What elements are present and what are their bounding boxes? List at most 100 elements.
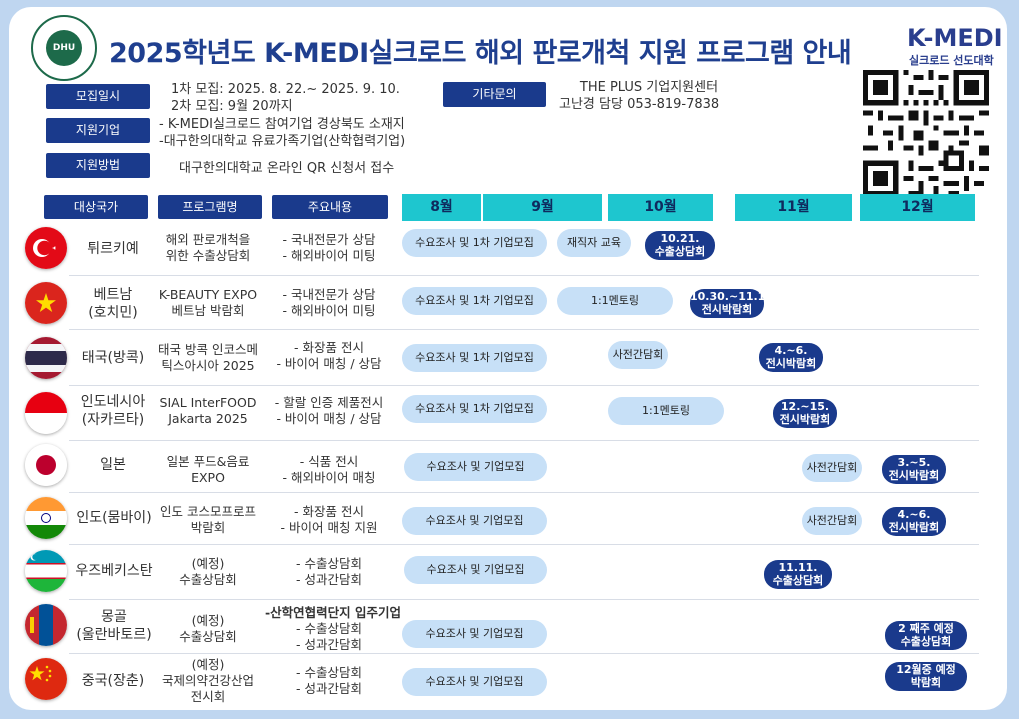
row-2-program-1: K-BEAUTY EXPO xyxy=(158,287,258,302)
row-divider xyxy=(69,385,979,386)
row-6-content-1: - 화장품 전시 xyxy=(294,504,364,519)
row-2-pill-mentoring: 1:1멘토링 xyxy=(557,287,673,315)
header-program: 프로그램명 xyxy=(158,195,262,219)
row-5-country: 일본 xyxy=(100,457,126,473)
row-6-pill-pre-meeting: 사전간담회 xyxy=(802,507,862,535)
row-8-content-1: -산학연협력단지 입주기업 xyxy=(264,605,402,620)
row-3-pill-survey: 수요조사 및 1차 기업모집 xyxy=(402,344,547,372)
kmedi-logo-subtitle: 실크로드 선도대학 xyxy=(909,54,994,67)
row-divider xyxy=(69,653,979,654)
row-4-content-2: - 바이어 매칭 / 상담 xyxy=(276,411,382,426)
row-5-event: 3.~5. 전시박람회 xyxy=(882,455,946,484)
row-6-pill-survey: 수요조사 및 기업모집 xyxy=(402,507,547,535)
qr-code[interactable] xyxy=(863,70,989,196)
flag-china-icon xyxy=(25,658,67,700)
row-8-program-1: (예정) xyxy=(191,613,225,628)
method-label: 지원방법 xyxy=(46,153,150,178)
row-6-program-2: 박람회 xyxy=(190,520,226,535)
company-line-2: -대구한의대학교 유료가족기업(산학협력기업) xyxy=(159,134,406,149)
row-8-program-2: 수출상담회 xyxy=(179,629,237,644)
row-divider xyxy=(69,599,979,600)
row-4-event: 12.~15. 전시박람회 xyxy=(773,399,837,428)
flag-mongolia-icon xyxy=(25,604,67,646)
row-8-country: 몽골 (울란바토르) xyxy=(76,609,152,643)
recruit-line-2: 2차 모집: 9월 20까지 xyxy=(171,99,293,114)
header-month-aug: 8월 xyxy=(402,194,481,221)
row-7-event: 11.11. 수출상담회 xyxy=(764,560,832,589)
row-2-country: 베트남 (호치민) xyxy=(88,287,138,321)
header-month-sep: 9월 xyxy=(483,194,602,221)
row-3-program-2: 틱스아시아 2025 xyxy=(161,358,255,373)
row-7-country: 우즈베키스탄 xyxy=(75,563,153,579)
row-5-content-1: - 식품 전시 xyxy=(299,454,359,469)
header-month-nov: 11월 xyxy=(735,194,852,221)
row-1-country: 튀르키예 xyxy=(87,241,139,257)
flag-uzbekistan-icon xyxy=(25,550,67,592)
row-8-content-2: - 수출상담회 xyxy=(296,621,362,636)
flag-india-icon xyxy=(25,497,67,539)
row-1-program-1: 해외 판로개척을 xyxy=(165,232,251,247)
flag-indonesia-icon xyxy=(25,392,67,434)
page-title: 2025학년도 K-MEDI실크로드 해외 판로개척 지원 프로그램 안내 xyxy=(109,38,852,69)
row-divider xyxy=(69,492,979,493)
contact-line-2: 고난경 담당 053-819-7838 xyxy=(559,97,720,112)
row-7-content-1: - 수출상담회 xyxy=(296,556,362,571)
row-3-pill-pre-meeting: 사전간담회 xyxy=(608,341,668,369)
row-9-program-2: 국제의약건강산업 xyxy=(161,673,254,688)
row-9-pill-survey: 수요조사 및 기업모집 xyxy=(402,668,547,696)
row-2-program-2: 베트남 박람회 xyxy=(171,303,245,318)
company-line-1: - K-MEDI실크로드 참여기업 경상북도 소재지 xyxy=(159,117,405,132)
header-month-oct: 10월 xyxy=(608,194,713,221)
row-8-event: 2 째주 예정 수출상담회 xyxy=(885,621,967,650)
row-5-content-2: - 해외바이어 매칭 xyxy=(282,470,376,485)
row-2-pill-survey: 수요조사 및 1차 기업모집 xyxy=(402,287,547,315)
row-2-event: 10.30.~11.1. 전시박람회 xyxy=(690,289,770,318)
row-5-program-1: 일본 푸드&음료 xyxy=(166,454,250,469)
row-1-event: 10.21. 수출상담회 xyxy=(645,231,715,260)
row-2-content-2: - 해외바이어 미팅 xyxy=(282,303,376,318)
row-8-content-3: - 성과간담회 xyxy=(296,637,362,652)
university-logo-mark: DHU xyxy=(46,30,82,66)
row-3-program-1: 태국 방콕 인코스메 xyxy=(158,342,258,357)
row-3-country: 태국(방콕) xyxy=(81,350,145,366)
row-9-program-3: 전시회 xyxy=(190,689,226,704)
row-3-content-2: - 바이어 매칭 / 상담 xyxy=(276,356,382,371)
row-3-content-1: - 화장품 전시 xyxy=(294,340,364,355)
row-9-program-1: (예정) xyxy=(191,657,225,672)
poster-card: DHU 2025학년도 K-MEDI실크로드 해외 판로개척 지원 프로그램 안… xyxy=(9,7,1007,710)
row-9-event: 12월중 예정 박람회 xyxy=(885,662,967,691)
row-1-content-1: - 국내전문가 상담 xyxy=(282,232,376,247)
row-4-content-1: - 할랄 인증 제품전시 xyxy=(274,395,384,410)
row-1-pill-training: 재직자 교육 xyxy=(557,229,631,257)
row-6-event: 4.~6. 전시박람회 xyxy=(882,507,946,536)
row-5-pill-pre-meeting: 사전간담회 xyxy=(802,454,862,482)
row-divider xyxy=(69,544,979,545)
recruit-line-1: 1차 모집: 2025. 8. 22.~ 2025. 9. 10. xyxy=(171,82,400,97)
flag-thailand-icon xyxy=(25,337,67,379)
header-country: 대상국가 xyxy=(44,195,148,219)
row-divider xyxy=(69,275,979,276)
kmedi-logo: K-MEDI xyxy=(907,24,1003,52)
row-3-event: 4.~6. 전시박람회 xyxy=(759,343,823,372)
row-5-pill-survey: 수요조사 및 기업모집 xyxy=(404,453,547,481)
row-6-country: 인도(뭄바이) xyxy=(76,510,152,526)
row-1-content-2: - 해외바이어 미팅 xyxy=(282,248,376,263)
row-4-program-1: SIAL InterFOOD xyxy=(159,395,257,410)
contact-line-1: THE PLUS 기업지원센터 xyxy=(579,80,719,95)
row-4-pill-survey: 수요조사 및 1차 기업모집 xyxy=(402,395,547,423)
row-6-program-1: 인도 코스모프로프 xyxy=(160,504,256,519)
header-content: 주요내용 xyxy=(272,195,388,219)
row-2-content-1: - 국내전문가 상담 xyxy=(282,287,376,302)
row-7-pill-survey: 수요조사 및 기업모집 xyxy=(404,556,547,584)
row-7-content-2: - 성과간담회 xyxy=(296,572,362,587)
row-5-program-2: EXPO xyxy=(191,470,225,485)
row-1-pill-survey: 수요조사 및 1차 기업모집 xyxy=(402,229,547,257)
qr-code-graphic xyxy=(863,70,989,196)
row-6-content-2: - 바이어 매칭 지원 xyxy=(280,520,378,535)
company-label: 지원기업 xyxy=(46,118,150,143)
row-9-country: 중국(장춘) xyxy=(81,673,145,689)
row-4-program-2: Jakarta 2025 xyxy=(168,411,248,426)
row-divider xyxy=(69,440,979,441)
flag-japan-icon xyxy=(25,444,67,486)
university-logo: DHU xyxy=(31,15,97,81)
